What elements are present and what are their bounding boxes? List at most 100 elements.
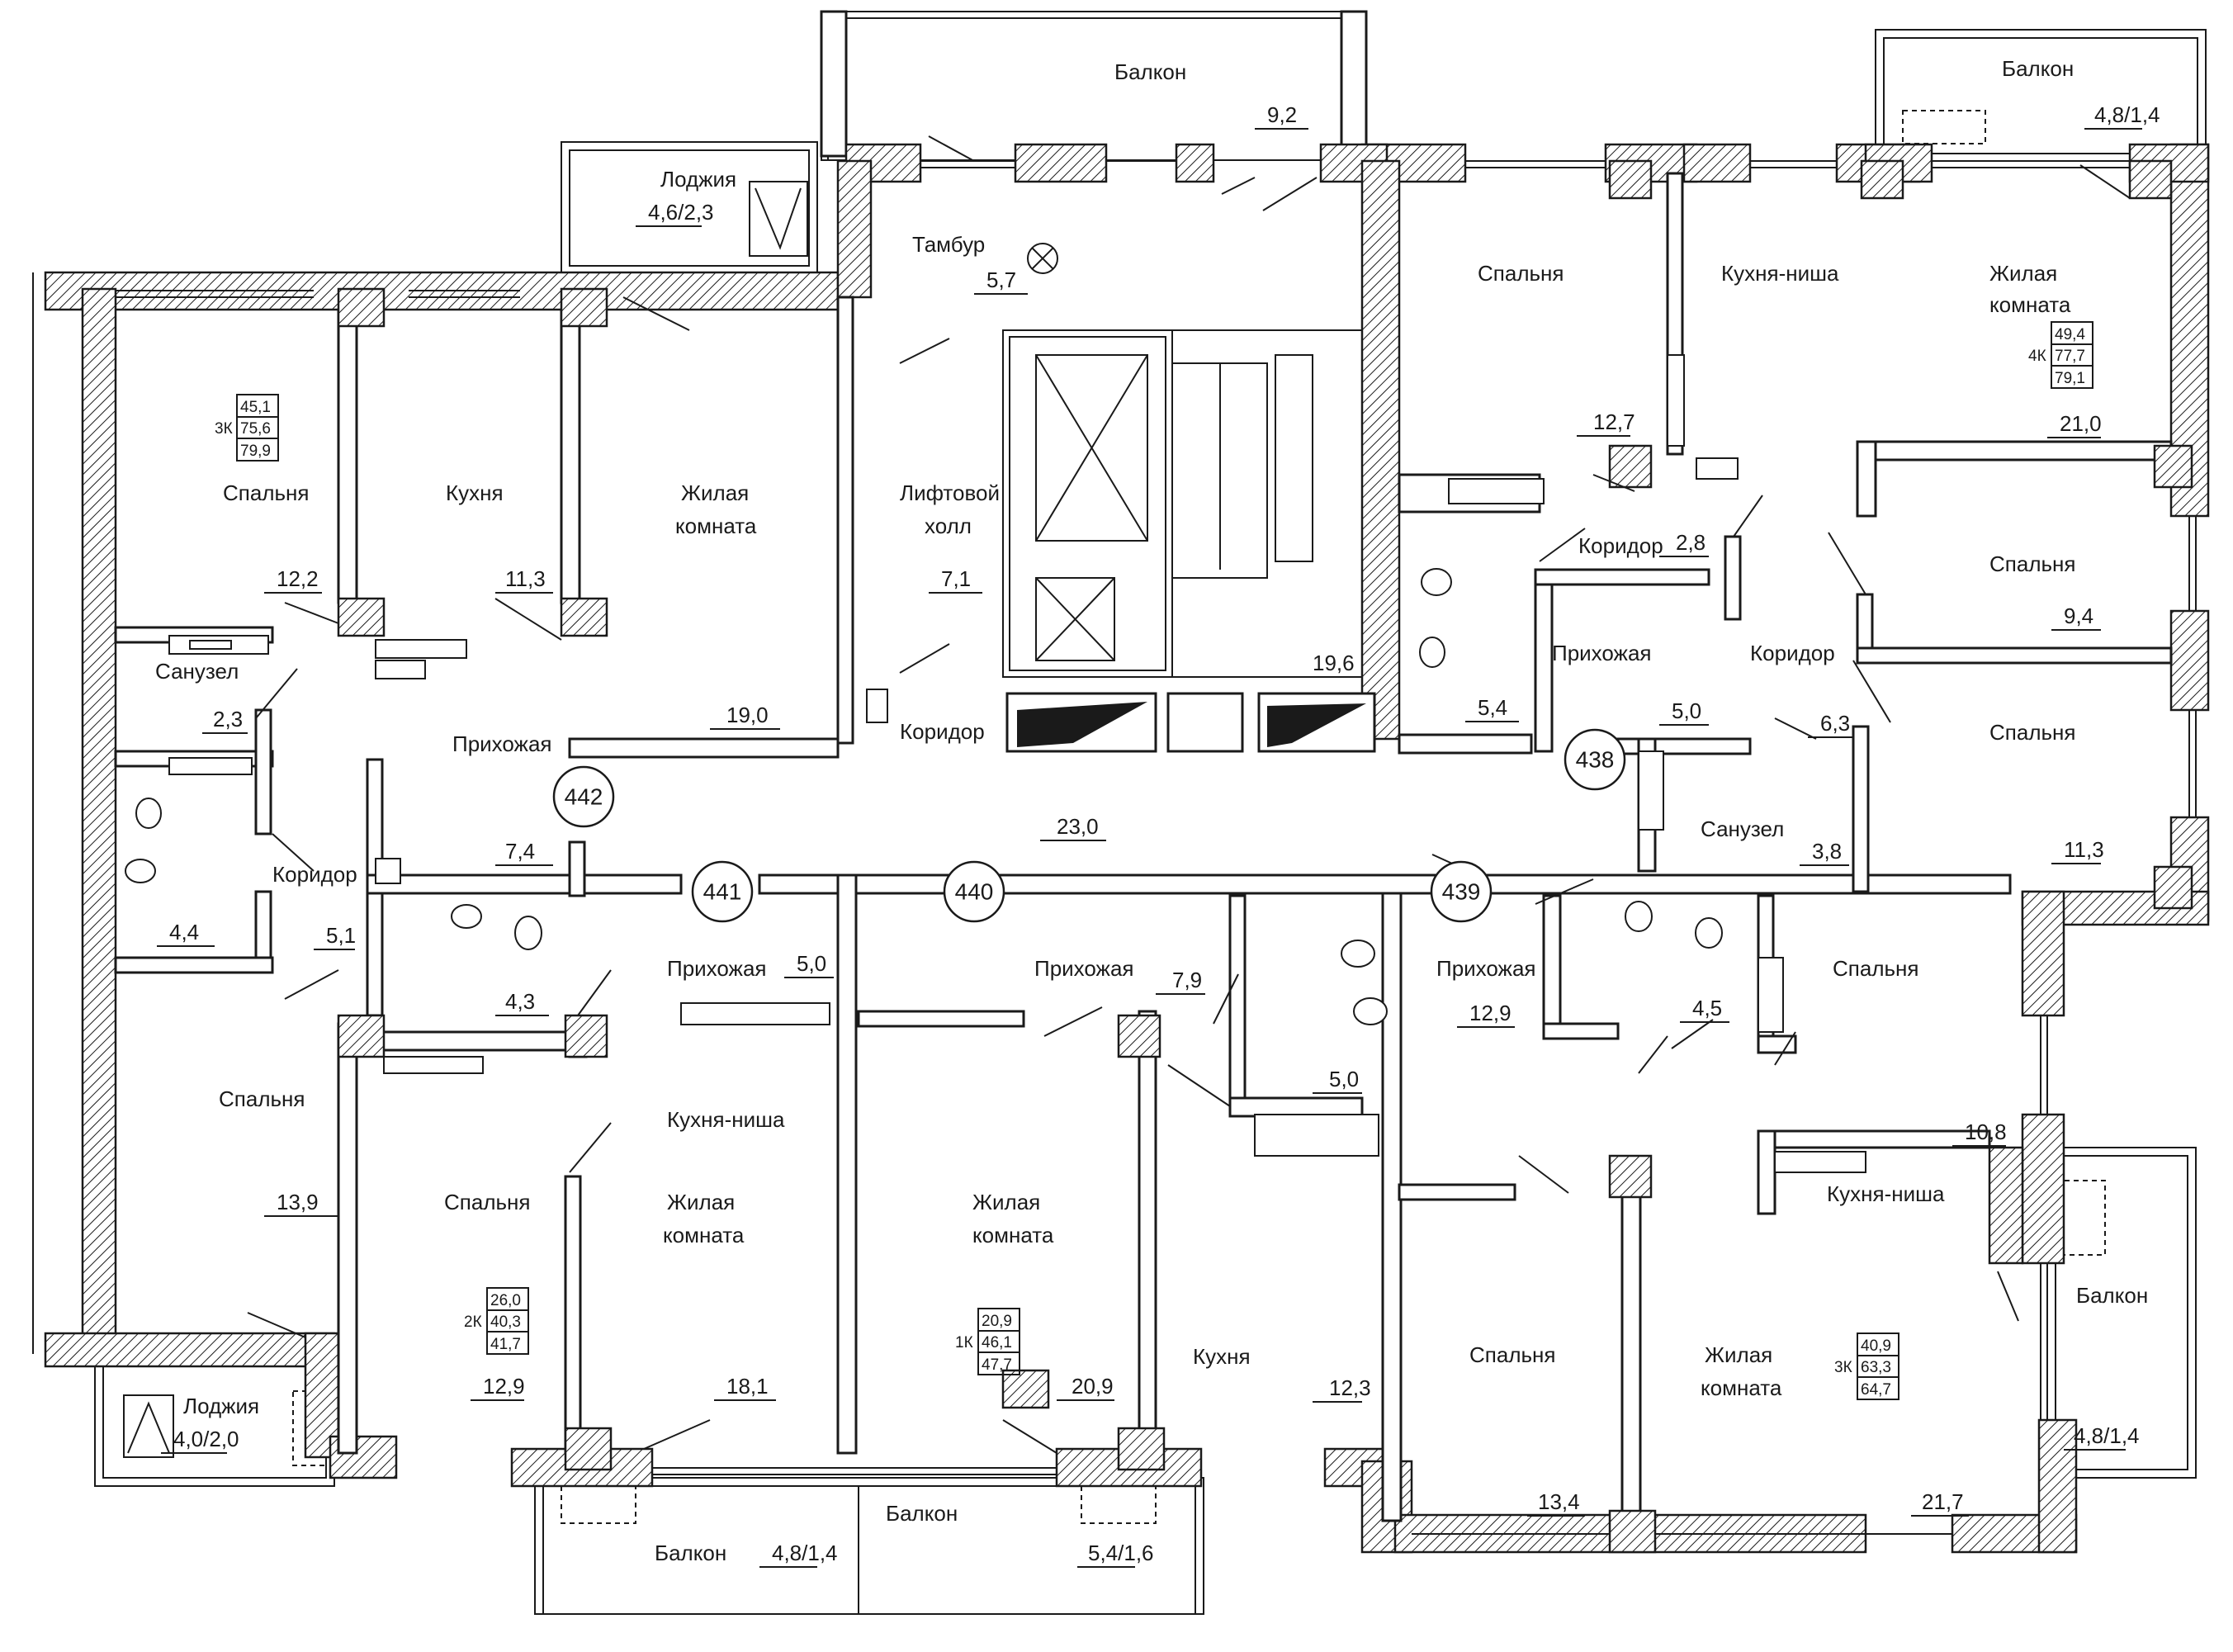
- hall-2k-area: 5,0: [797, 951, 826, 976]
- summary-1k-c: 47,7: [982, 1356, 1012, 1374]
- living-3k-label-2: комната: [675, 514, 757, 538]
- loggia-bottom-area: 4,0/2,0: [173, 1427, 239, 1451]
- balcony-bottom-left-label: Балкон: [655, 1541, 726, 1565]
- bedroom-3k-right-label: Спальня: [1833, 956, 1918, 981]
- tambur-label: Тамбур: [912, 232, 985, 257]
- unit-number-438: 438: [1576, 747, 1615, 773]
- hall-3k-label: Прихожая: [452, 731, 551, 756]
- balcony-right-area: 4,8/1,4: [2074, 1423, 2140, 1448]
- summary-3k-right-a: 40,9: [1861, 1337, 1891, 1355]
- hall-1k-label: Прихожая: [1034, 956, 1133, 981]
- bedroom-4k-2-area: 9,4: [2064, 604, 2093, 628]
- living-4k-area: 21,0: [2060, 411, 2102, 436]
- living-4k-label-2: комната: [1989, 292, 2071, 317]
- unit-marker-439: 439: [1430, 860, 1493, 923]
- summary-3k-b: 75,6: [240, 420, 271, 438]
- bedroom-3k-area: 12,2: [277, 566, 319, 591]
- interior-walls: [114, 159, 2173, 1522]
- living-1k-label-2: комната: [972, 1223, 1054, 1247]
- lift-hall-label-2: холл: [925, 514, 972, 538]
- kitchen-3k-label: Кухня: [446, 480, 504, 505]
- balcony-top-right-label: Балкон: [2002, 56, 2074, 81]
- summary-2k-c: 41,7: [490, 1336, 521, 1353]
- summary-4k-c: 79,1: [2055, 370, 2085, 387]
- summary-2k-code: 2К: [464, 1314, 482, 1331]
- kitchen-niche-2k-label: Кухня-ниша: [667, 1107, 785, 1132]
- living-2k-area: 18,1: [726, 1374, 769, 1399]
- bedroom-4k-2-label: Спальня: [1989, 551, 2075, 576]
- unit-number-439: 439: [1442, 879, 1481, 905]
- balcony-bottom-label: Балкон: [886, 1501, 958, 1526]
- summary-3k-left: 45,1 75,6 79,9 3К: [215, 394, 279, 462]
- summary-2k-b: 40,3: [490, 1314, 521, 1331]
- bedroom-2k-label: Спальня: [444, 1190, 530, 1214]
- windows: [32, 160, 2197, 1535]
- living-3k-right-label-1: Жилая: [1705, 1342, 1772, 1367]
- bedroom-2k-area: 12,9: [483, 1374, 525, 1399]
- bedroom-3k-right-2-label: Спальня: [1469, 1342, 1555, 1367]
- tambur-area: 5,7: [986, 267, 1016, 292]
- living-3k-label-1: Жилая: [681, 480, 749, 505]
- area-summary-boxes: 45,1 75,6 79,9 3К 49,4 77,7 79,1 4К 26,0…: [215, 321, 2093, 1400]
- unit-number-442: 442: [565, 784, 603, 810]
- hall-4k-label: Прихожая: [1552, 641, 1651, 665]
- columns: [337, 159, 2193, 1554]
- unit-marker-442: 442: [552, 765, 615, 828]
- summary-1k-a: 20,9: [982, 1313, 1012, 1330]
- summary-1k: 20,9 46,1 47,7 1К: [955, 1308, 1020, 1375]
- summary-1k-b: 46,1: [982, 1334, 1012, 1351]
- balcony-top-label: Балкон: [1114, 59, 1186, 84]
- wc-1k-area: 5,0: [1329, 1067, 1359, 1091]
- loggia-top-label: Лоджия: [660, 167, 736, 192]
- balcony-top-right-area: 4,8/1,4: [2094, 102, 2160, 127]
- hall-4k-area: 5,0: [1672, 698, 1701, 723]
- living-3k-area: 19,0: [726, 703, 769, 727]
- summary-4k-code: 4К: [2028, 348, 2046, 365]
- sanitary-fixtures: [125, 243, 1866, 1173]
- summary-4k-b: 77,7: [2055, 348, 2085, 365]
- wc-3k-right-area: 4,5: [1692, 996, 1722, 1020]
- bedroom-3k-2-label: Спальня: [219, 1086, 305, 1111]
- unit-marker-441: 441: [691, 860, 754, 923]
- summary-3k-a: 45,1: [240, 399, 271, 416]
- balcony-bottom-left-area: 4,8/1,4: [772, 1541, 838, 1565]
- hall-2k-label: Прихожая: [667, 956, 766, 981]
- summary-3k-c: 79,9: [240, 443, 271, 460]
- kitchen-1k-area: 12,3: [1329, 1375, 1371, 1400]
- bath-3k-label: Санузел: [155, 659, 239, 684]
- bedroom-3k-right-area: 10,8: [1965, 1119, 2007, 1144]
- summary-3k-right-b: 63,3: [1861, 1359, 1891, 1376]
- corridor-3k-label: Коридор: [272, 862, 357, 887]
- bedroom-4k-label: Спальня: [1478, 261, 1564, 286]
- summary-3k-right-code: 3К: [1834, 1359, 1852, 1376]
- kitchen-3k-area: 11,3: [505, 566, 546, 591]
- hall-3k-right-label: Прихожая: [1436, 956, 1535, 981]
- hall-1k-area: 7,9: [1172, 968, 1202, 992]
- central-hall-area: 23,0: [1057, 814, 1099, 839]
- living-3k-right-area: 21,7: [1922, 1489, 1964, 1514]
- corridor-4k-label: Коридор: [1578, 533, 1663, 558]
- wc-2k-area: 4,3: [505, 989, 535, 1014]
- summary-4k-a: 49,4: [2055, 326, 2085, 343]
- kitchen-1k-label: Кухня: [1193, 1344, 1251, 1369]
- kitchen-niche-4k-label: Кухня-ниша: [1721, 261, 1839, 286]
- lift-hall-label-1: Лифтовой: [900, 480, 1000, 505]
- bath-4k-area: 5,4: [1478, 695, 1507, 720]
- bedroom-3k-2-area: 13,9: [277, 1190, 319, 1214]
- door-swings: [247, 135, 2131, 1454]
- hall-3k-area: 7,4: [505, 839, 535, 864]
- balcony-top-area: 9,2: [1267, 102, 1297, 127]
- bedroom-4k-area: 12,7: [1593, 409, 1635, 434]
- unit-number-440: 440: [955, 879, 994, 905]
- corridor-4k-2-label: Коридор: [1750, 641, 1835, 665]
- corridor-4k-2-area: 6,3: [1820, 711, 1850, 736]
- summary-3k-code: 3К: [215, 420, 233, 438]
- loggia-bottom-label: Лоджия: [183, 1394, 259, 1418]
- living-2k-label-1: Жилая: [667, 1190, 735, 1214]
- hall-3k-right-area: 12,9: [1469, 1001, 1512, 1025]
- bedroom-4k-3-area: 11,3: [2064, 837, 2104, 862]
- summary-3k-right-c: 64,7: [1861, 1381, 1891, 1399]
- summary-2k-a: 26,0: [490, 1292, 521, 1309]
- bedroom-3k-right-2-area: 13,4: [1538, 1489, 1580, 1514]
